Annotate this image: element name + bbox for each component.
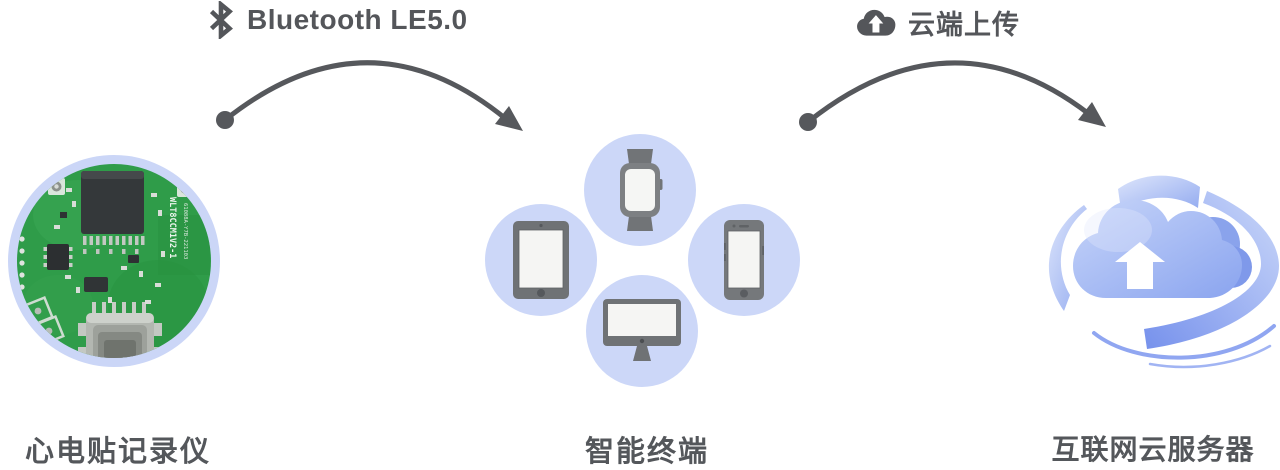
cloud-upload-link-text: 云端上传 bbox=[908, 10, 1020, 40]
arrow-bluetooth bbox=[216, 60, 523, 131]
bluetooth-icon bbox=[209, 1, 233, 39]
arrow-upload bbox=[799, 60, 1106, 131]
smartwatch-icon bbox=[620, 149, 663, 231]
cloud-server-icon bbox=[1048, 175, 1280, 369]
pcb-testpoints bbox=[19, 236, 25, 290]
pcb-photo: WLT8CCM1V2-1 61088A-Y7B-221103 bbox=[8, 155, 220, 367]
pcb-small-ic bbox=[43, 244, 139, 292]
device-circle-desktop-monitor bbox=[586, 275, 698, 387]
device-circle-smartwatch bbox=[584, 134, 696, 246]
node-label-ecg-recorder: 心电贴记录仪 bbox=[24, 436, 211, 468]
pcb-silkscreen-text-1: WLT8CCM1V2-1 bbox=[167, 197, 177, 258]
bluetooth-link-label: Bluetooth LE5.0 bbox=[204, 1, 468, 39]
upload-cloud bbox=[1073, 200, 1252, 298]
node-ecg-recorder: WLT8CCM1V2-1 61088A-Y7B-221103 bbox=[8, 155, 220, 367]
device-circle-tablet bbox=[485, 204, 597, 316]
device-circle-smartphone bbox=[688, 204, 800, 316]
desktop-monitor-icon bbox=[603, 299, 681, 361]
smartphone-icon bbox=[724, 220, 764, 300]
pcb-main-chip bbox=[81, 171, 145, 254]
pcb-silkscreen-text-2: 61088A-Y7B-221103 bbox=[182, 203, 188, 259]
tablet-icon bbox=[513, 221, 569, 299]
node-label-smart-terminal: 智能终端 bbox=[584, 436, 709, 468]
node-label-cloud-server: 互联网云服务器 bbox=[1051, 434, 1255, 465]
upload-arrow bbox=[1115, 242, 1165, 289]
pcb-usb-connector bbox=[78, 302, 162, 358]
bluetooth-link-text: Bluetooth LE5.0 bbox=[247, 4, 468, 35]
pcb-passives bbox=[54, 188, 165, 304]
cloud-upload-link-label: 云端上传 bbox=[856, 3, 1020, 42]
cloud-upload-icon bbox=[857, 9, 896, 36]
